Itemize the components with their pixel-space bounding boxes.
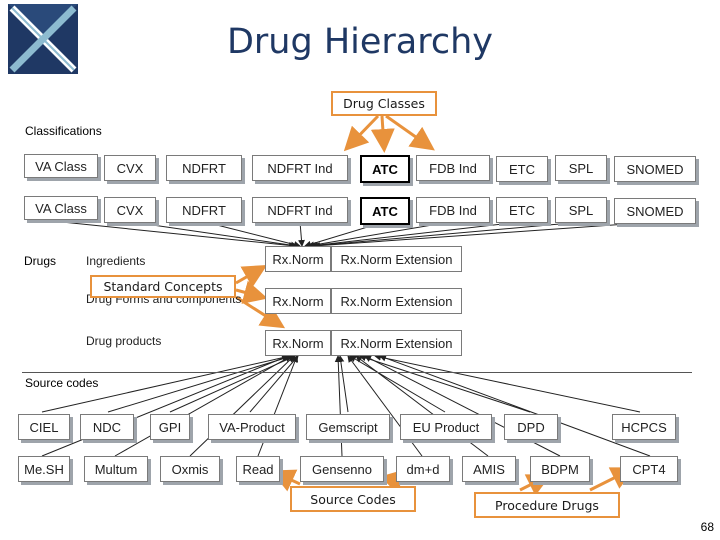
standard-concepts-arrows (235, 265, 286, 329)
source-mesh: Me.SH (18, 456, 70, 482)
class-row1-ndfrt-ind: NDFRT Ind (252, 155, 348, 181)
class-row2-spl: SPL (555, 197, 607, 223)
drug-forms-rxnorm: Rx.Norm (265, 288, 331, 314)
source-dm-d: dm+d (396, 456, 450, 482)
ingredients-rxnorm: Rx.Norm (265, 246, 331, 272)
class-row2-va-class: VA Class (24, 196, 98, 220)
source-oxmis: Oxmis (160, 456, 220, 482)
ingredients-rxnorm-extension: Rx.Norm Extension (331, 246, 462, 272)
logo (8, 4, 78, 74)
source-to-product-arrows (41, 353, 651, 457)
class-row1-spl: SPL (555, 155, 607, 181)
source-bdpm: BDPM (530, 456, 590, 482)
source-codes-callout: Source Codes (290, 486, 416, 512)
source-codes-label: Source codes (25, 376, 99, 390)
class-row2-ndfrt-ind: NDFRT Ind (252, 197, 348, 223)
source-cpt4: CPT4 (620, 456, 678, 482)
class-row1-va-class: VA Class (24, 154, 98, 178)
drug-forms-rxnorm-extension: Rx.Norm Extension (331, 288, 462, 314)
page-number: 68 (700, 520, 714, 534)
class-row2-fdb-ind: FDB Ind (416, 197, 490, 223)
class-row2-cvx: CVX (104, 197, 156, 223)
source-gpi: GPI (150, 414, 190, 440)
source-gensenno: Gensenno (300, 456, 384, 482)
source-codes-divider (22, 372, 692, 373)
source-multum: Multum (84, 456, 148, 482)
class-row2-ndfrt: NDFRT (166, 197, 242, 223)
procedure-drugs-callout: Procedure Drugs (474, 492, 620, 518)
source-read: Read (236, 456, 280, 482)
class-row2-etc: ETC (496, 197, 548, 223)
source-dpd: DPD (504, 414, 558, 440)
source-hcpcs: HCPCS (612, 414, 676, 440)
source-eu-product: EU Product (400, 414, 492, 440)
drug-classes-callout: Drug Classes (331, 91, 437, 116)
class-row1-atc: ATC (360, 155, 410, 183)
ingredients-label: Ingredients (86, 254, 146, 268)
class-row1-cvx: CVX (104, 155, 156, 181)
source-ciel: CIEL (18, 414, 70, 440)
standard-concepts-callout: Standard Concepts (90, 275, 236, 298)
class-row1-fdb-ind: FDB Ind (416, 155, 490, 181)
drug-products-rxnorm-extension: Rx.Norm Extension (331, 330, 462, 356)
source-gemscript: Gemscript (306, 414, 390, 440)
drugs-label: Drugs (24, 254, 57, 268)
class-row1-ndfrt: NDFRT (166, 155, 242, 181)
drug-products-label: Drug products (86, 334, 162, 348)
source-va-product: VA-Product (208, 414, 296, 440)
class-row1-snomed: SNOMED (614, 156, 696, 182)
page-title: Drug Hierarchy (226, 22, 494, 62)
class-row2-atc: ATC (360, 197, 410, 225)
classifications-label: Classifications (25, 124, 102, 138)
drug-classes-arrows (343, 114, 435, 153)
source-amis: AMIS (462, 456, 516, 482)
class-row2-snomed: SNOMED (614, 198, 696, 224)
source-ndc: NDC (80, 414, 134, 440)
class-to-ingredient-arrows (61, 221, 656, 250)
drug-products-rxnorm: Rx.Norm (265, 330, 331, 356)
class-row1-etc: ETC (496, 156, 548, 182)
